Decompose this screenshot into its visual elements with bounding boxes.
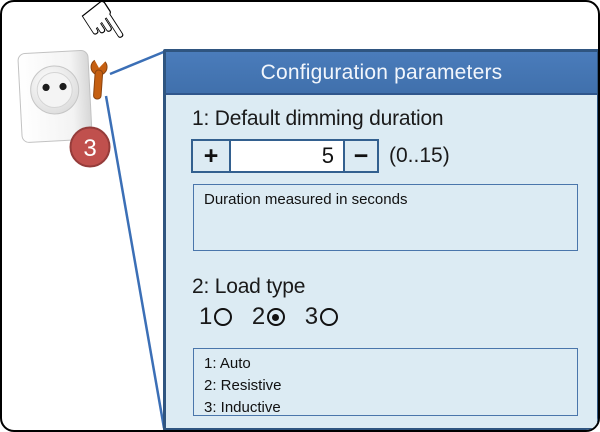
step-badge-number: 3 bbox=[83, 135, 96, 162]
dimming-duration-row: + 5 − (0..15) bbox=[191, 139, 450, 173]
radio-number: 1 bbox=[199, 303, 212, 330]
panel-title: Configuration parameters bbox=[260, 60, 503, 84]
load-type-radio[interactable]: 3 bbox=[305, 303, 338, 331]
radio-number: 2 bbox=[251, 303, 265, 330]
callout-lines bbox=[104, 49, 167, 429]
wrench-icon bbox=[90, 53, 109, 100]
load-type-radio[interactable]: 1 bbox=[199, 303, 232, 331]
range-hint: (0..15) bbox=[389, 144, 450, 167]
load-type-radio[interactable]: 2 bbox=[252, 303, 285, 331]
radio-circle-icon bbox=[213, 308, 232, 326]
decrement-button[interactable]: − bbox=[343, 141, 377, 171]
duration-description-text: Duration measured in seconds bbox=[204, 191, 408, 208]
step-badge: 3 bbox=[69, 126, 111, 168]
socket-hole-right bbox=[59, 82, 67, 91]
dimming-duration-stepper: + 5 − bbox=[191, 139, 379, 173]
load-type-option-text: 3: Inductive bbox=[204, 399, 281, 416]
load-type-option-text: 2: Resistive bbox=[204, 377, 282, 394]
radio-circle-icon bbox=[266, 308, 285, 326]
radio-dot bbox=[272, 313, 280, 321]
power-socket-illustration bbox=[17, 50, 93, 143]
configuration-panel: Configuration parameters 1: Default dimm… bbox=[163, 49, 598, 430]
load-type-option-text: 1: Auto bbox=[204, 355, 251, 372]
duration-description-box: Duration measured in seconds bbox=[193, 184, 578, 251]
panel-header: Configuration parameters bbox=[166, 52, 597, 95]
radio-number: 3 bbox=[304, 303, 318, 330]
radio-circle-icon bbox=[319, 308, 338, 326]
section1-title: 1: Default dimming duration bbox=[192, 107, 444, 130]
section2-title: 2: Load type bbox=[192, 275, 306, 298]
load-type-description-box: 1: Auto 2: Resistive 3: Inductive bbox=[193, 348, 578, 416]
dimming-duration-value[interactable]: 5 bbox=[231, 141, 343, 171]
load-type-radio-group: 1 2 3 bbox=[199, 303, 338, 331]
increment-button[interactable]: + bbox=[193, 141, 231, 171]
socket-hole-left bbox=[42, 83, 50, 92]
